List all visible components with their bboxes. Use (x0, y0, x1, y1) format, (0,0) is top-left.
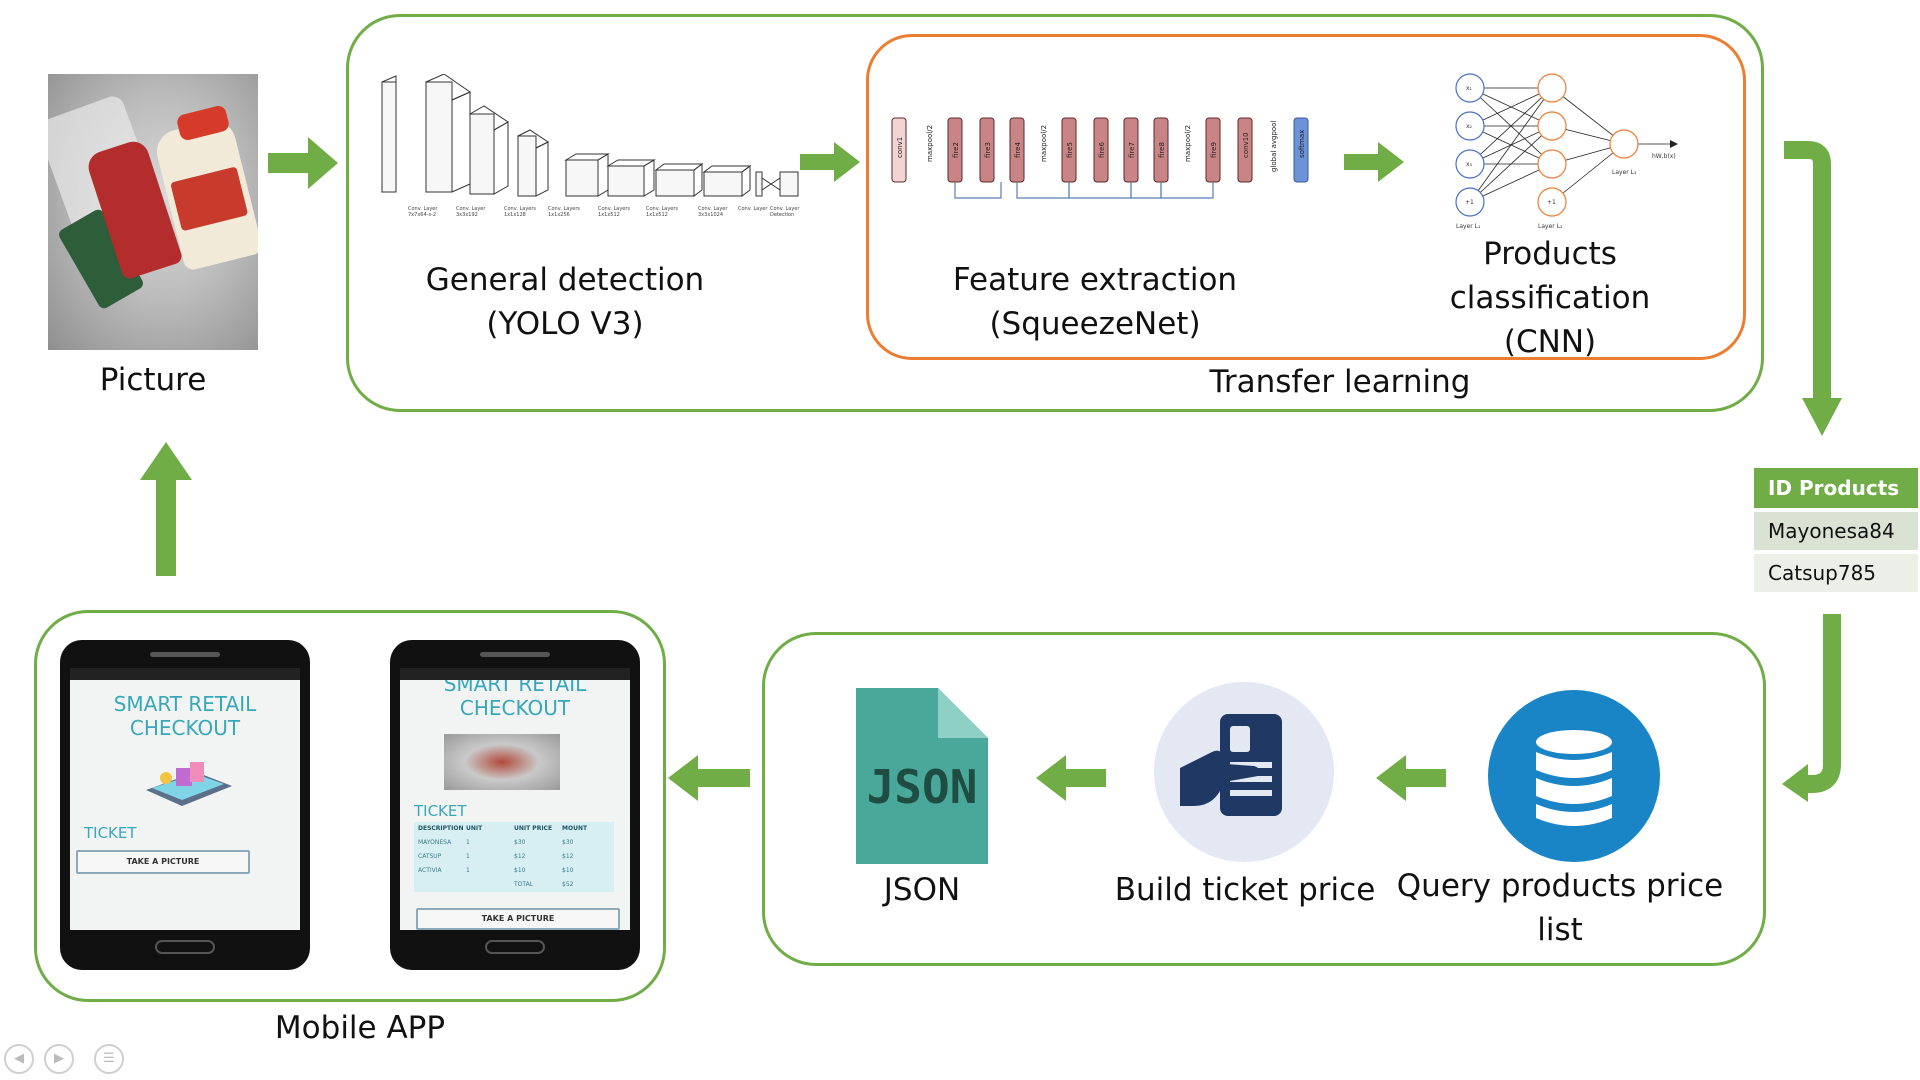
svg-text:global avgpool: global avgpool (1270, 121, 1278, 172)
ticket-table-total: TOTAL$52 (514, 881, 574, 888)
phone-1-status-bar (70, 668, 300, 680)
phone-2-ticket-label: TICKET (414, 802, 467, 820)
presentation-previous-icon[interactable]: ◀ (4, 1044, 34, 1074)
phone-1-ticket-label: TICKET (84, 824, 137, 842)
json-label: JSON (883, 872, 961, 908)
phone-1-screen: SMART RETAIL CHECKOUT TICKET TAKE A PICT… (70, 668, 300, 930)
process-group-box (762, 632, 1766, 966)
svg-text:Conv. Layers: Conv. Layers (548, 206, 580, 212)
cnn-network-diagram: x₁ x₂ x₃ +1 +1 Layer L₁ Layer L₂ Layer L₃ hW,… (1455, 73, 1678, 230)
arrow-right-1 (268, 137, 338, 189)
svg-text:Detection: Detection (770, 212, 794, 218)
svg-text:3x3x192: 3x3x192 (456, 212, 478, 218)
svg-text:Conv. Layers: Conv. Layers (504, 206, 536, 212)
svg-text:fire3: fire3 (984, 142, 992, 158)
svg-text:fire2: fire2 (952, 142, 960, 158)
arrow-bend-down (1784, 141, 1842, 436)
svg-text:1x1x128: 1x1x128 (504, 212, 526, 218)
checkout-illustration-icon (146, 762, 232, 806)
svg-text:+1: +1 (1547, 199, 1556, 206)
presentation-next-icon[interactable]: ▶ (44, 1044, 74, 1074)
svg-text:Layer L₂: Layer L₂ (1538, 223, 1563, 230)
json-file-icon (856, 688, 988, 864)
svg-text:maxpool/2: maxpool/2 (1040, 125, 1048, 162)
svg-text:conv1: conv1 (896, 137, 904, 158)
svg-text:1x1x256: 1x1x256 (548, 212, 570, 218)
svg-text:hW,b(x): hW,b(x) (1652, 153, 1676, 160)
mobile-app-label: Mobile APP (274, 1010, 446, 1046)
svg-text:Conv. Layers: Conv. Layers (646, 206, 678, 212)
svg-text:1x1x512: 1x1x512 (646, 212, 668, 218)
phone-1: SMART RETAIL CHECKOUT TICKET TAKE A PICT… (60, 640, 310, 970)
svg-text:7x7x64-s-2: 7x7x64-s-2 (408, 212, 436, 218)
mobile-app-box (34, 610, 666, 1002)
svg-text:Conv. Layer: Conv. Layer (698, 206, 728, 212)
svg-text:conv10: conv10 (1242, 132, 1250, 158)
arrow-right-3 (1344, 142, 1404, 182)
svg-text:Layer L₁: Layer L₁ (1456, 223, 1481, 230)
phone-2: SMART RETAIL CHECKOUT TICKET DESCRIPTION… (390, 640, 640, 970)
svg-text:x₃: x₃ (1466, 161, 1473, 168)
build-ticket-price-label: Build ticket price (1114, 872, 1376, 908)
query-products-label: Query products price list (1396, 868, 1724, 949)
arrow-left-3 (668, 755, 750, 801)
ticket-icon (1154, 682, 1334, 862)
presentation-menu-icon[interactable]: ☰ (94, 1044, 124, 1074)
picture-image (48, 74, 258, 350)
phone-2-home-button[interactable] (485, 940, 545, 954)
phone-2-captured-photo (444, 734, 560, 790)
svg-text:fire5: fire5 (1066, 142, 1074, 158)
take-picture-button[interactable]: TAKE A PICTURE (76, 850, 250, 874)
svg-text:fire8: fire8 (1158, 142, 1166, 158)
svg-text:Conv. Layer: Conv. Layer (770, 206, 800, 212)
svg-text:x₂: x₂ (1466, 123, 1473, 130)
arrow-left-1 (1376, 755, 1446, 801)
transfer-learning-box (866, 34, 1746, 360)
general-detection-label: General detection (YOLO V3) (425, 262, 705, 343)
svg-text:Conv. Layer: Conv. Layer (408, 206, 438, 212)
arrow-up (140, 442, 192, 576)
arrow-bend-left (1782, 614, 1841, 802)
phone-1-title: SMART RETAIL CHECKOUT (113, 692, 257, 740)
svg-text:Conv. Layer: Conv. Layer (738, 206, 768, 212)
phone-2-status-bar (400, 668, 630, 680)
detection-group-box (346, 14, 1764, 412)
take-picture-button[interactable]: TAKE A PICTURE (416, 908, 620, 930)
svg-text:x₁: x₁ (1466, 85, 1473, 92)
id-products-row: Mayonesa84 (1754, 512, 1918, 550)
id-products-row: Catsup785 (1754, 554, 1918, 592)
svg-text:softmax: softmax (1298, 130, 1306, 158)
transfer-learning-label: Transfer learning (1209, 364, 1471, 400)
svg-text:3x3x1024: 3x3x1024 (698, 212, 723, 218)
database-icon (1488, 690, 1660, 862)
svg-text:fire9: fire9 (1210, 142, 1218, 158)
svg-text:Conv. Layers: Conv. Layers (598, 206, 630, 212)
svg-text:1x1x512: 1x1x512 (598, 212, 620, 218)
svg-text:maxpool/2: maxpool/2 (926, 125, 934, 162)
svg-text:+1: +1 (1465, 199, 1474, 206)
products-classification-label: Products classification (CNN) (1449, 236, 1651, 361)
id-products-table: ID Products Mayonesa84 Catsup785 (1754, 468, 1918, 592)
svg-text:fire4: fire4 (1014, 142, 1022, 158)
squeezenet-architecture-diagram: conv1 maxpool/2 fire2 fire3 fire4 maxpoo… (891, 117, 1309, 199)
phone-1-home-button[interactable] (155, 940, 215, 954)
feature-extraction-label: Feature extraction (SqueezeNet) (952, 262, 1238, 343)
svg-text:fire6: fire6 (1098, 142, 1106, 158)
phone-2-screen: SMART RETAIL CHECKOUT TICKET DESCRIPTION… (400, 668, 630, 930)
svg-text:Conv. Layer: Conv. Layer (456, 206, 486, 212)
svg-text:fire7: fire7 (1128, 142, 1136, 158)
json-icon-text: JSON (866, 760, 978, 814)
arrow-right-2 (800, 142, 860, 182)
svg-text:Layer L₃: Layer L₃ (1612, 169, 1637, 176)
picture-label: Picture (99, 362, 207, 398)
id-products-header: ID Products (1754, 468, 1918, 508)
arrow-left-2 (1036, 755, 1106, 801)
svg-text:maxpool/2: maxpool/2 (1184, 125, 1192, 162)
